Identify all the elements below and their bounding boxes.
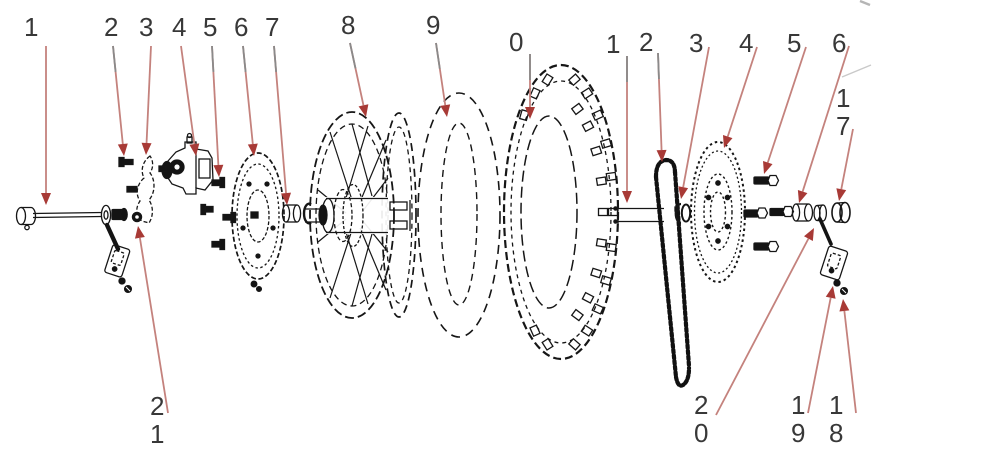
leader-14 — [722, 46, 758, 148]
arrowhead-10 — [525, 107, 535, 119]
sprocket-bolts-drawing — [743, 174, 795, 253]
inner-tube-drawing — [417, 92, 501, 338]
leader-7 — [273, 45, 292, 205]
chain-clip-drawing — [674, 202, 692, 225]
leader-10 — [525, 54, 535, 119]
torque-bracket-drawing — [104, 244, 131, 278]
leader-6 — [242, 45, 258, 156]
tire-drawing — [502, 63, 620, 361]
leader-13 — [678, 46, 710, 199]
arrowhead-17 — [836, 188, 847, 201]
leader-15 — [763, 46, 807, 174]
axle-nut-drawing — [831, 201, 851, 224]
arrowhead-20 — [804, 228, 814, 241]
arrowhead-5 — [213, 164, 224, 177]
drive-chain-drawing — [653, 157, 692, 388]
arrowhead-14 — [722, 135, 733, 148]
stray-marks — [841, 0, 872, 78]
leader-19 — [807, 286, 836, 414]
leader-18 — [839, 299, 857, 414]
arrowhead-7 — [281, 192, 292, 205]
rear-axle-drawing — [613, 205, 664, 225]
leader-5 — [211, 45, 224, 177]
axle-assembly-drawing — [15, 204, 133, 294]
spacer-bushing-drawing — [281, 202, 312, 225]
arrowhead-3 — [141, 142, 152, 155]
caliper-bolts-drawing — [200, 176, 237, 251]
arrowhead-2 — [117, 143, 128, 156]
arrowhead-11 — [622, 191, 632, 203]
leader-1 — [41, 46, 51, 205]
leader-3 — [141, 45, 152, 155]
pin-bolt-drawing — [118, 156, 134, 168]
leader-8 — [349, 42, 369, 117]
leader-20 — [715, 228, 814, 416]
arrowhead-18 — [839, 299, 850, 312]
arrowhead-6 — [247, 143, 258, 156]
leader-21 — [134, 226, 169, 414]
arrowhead-1 — [41, 193, 51, 205]
spoked-wheel-drawing — [305, 111, 417, 319]
leader-12 — [656, 52, 667, 162]
leader-16 — [797, 45, 850, 203]
arrowhead-19 — [825, 286, 836, 299]
backing-plate-drawing — [126, 155, 155, 224]
brake-disc-drawing — [231, 152, 285, 293]
leader-2 — [112, 45, 128, 156]
arrowhead-16 — [797, 190, 808, 203]
tire-tread-knobs — [518, 73, 619, 351]
leader-9 — [435, 42, 451, 117]
leader-17 — [836, 128, 854, 201]
leader-4 — [180, 45, 200, 156]
arrowhead-13 — [678, 186, 689, 199]
spacer-collar-drawing — [791, 203, 814, 222]
chain-adjuster-drawing — [819, 245, 849, 296]
arrowhead-4 — [189, 143, 200, 156]
retaining-ring-drawing — [302, 202, 312, 225]
arrowhead-9 — [440, 104, 451, 117]
brake-caliper-drawing — [158, 132, 214, 195]
arrowhead-15 — [763, 161, 773, 174]
leader-11 — [622, 56, 632, 203]
arrowhead-8 — [358, 104, 369, 117]
cotter-pin-drawing — [813, 204, 833, 246]
arrowhead-21 — [134, 226, 145, 239]
arrowhead-12 — [656, 149, 667, 162]
